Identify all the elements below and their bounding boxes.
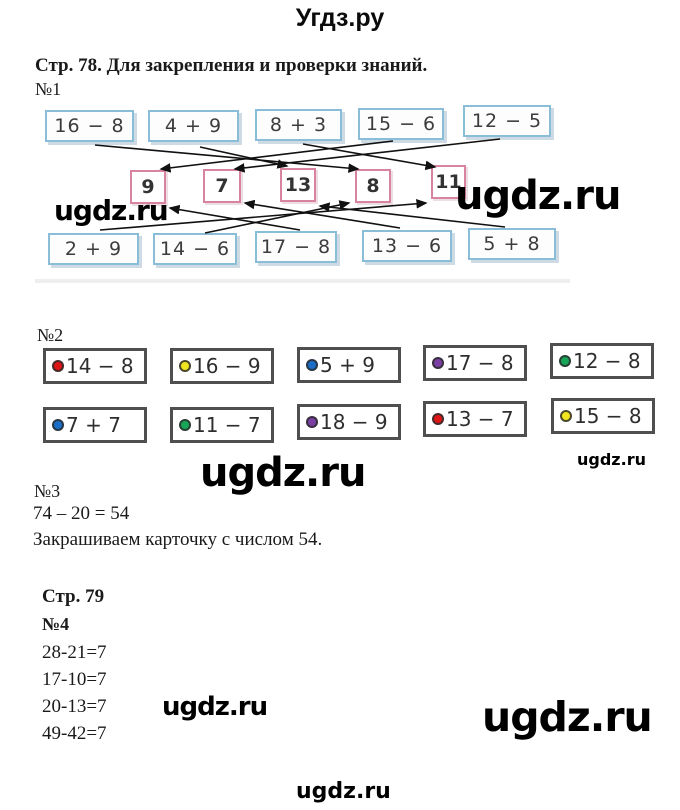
expression-card: 8 + 3 <box>255 109 342 141</box>
blue-dot-icon <box>306 359 318 371</box>
dot-card-expression: 15 − 8 <box>574 404 642 428</box>
dot-card-expression: 16 − 9 <box>193 354 261 378</box>
watermark: ugdz.ru <box>162 692 268 722</box>
expression-card: 17 − 8 <box>255 231 337 263</box>
dot-card-expression: 14 − 8 <box>66 354 134 378</box>
expression-card: 5 + 8 <box>468 228 556 260</box>
answer-card: 13 <box>280 168 316 202</box>
purple-dot-icon <box>432 357 444 369</box>
expression-card: 12 − 5 <box>463 105 551 137</box>
expression-card: 16 − 8 <box>45 110 134 142</box>
watermark: ugdz.ru <box>296 779 391 804</box>
dot-card: 18 − 9 <box>297 404 401 440</box>
red-dot-icon <box>52 360 64 372</box>
dot-card-expression: 12 − 8 <box>573 349 641 373</box>
watermark: ugdz.ru <box>200 450 366 496</box>
yellow-dot-icon <box>179 360 191 372</box>
red-dot-icon <box>432 413 444 425</box>
expression-card: 4 + 9 <box>148 110 239 142</box>
dot-card: 12 − 8 <box>550 343 654 379</box>
dot-card: 13 − 7 <box>423 401 527 437</box>
dot-card: 5 + 9 <box>297 347 401 383</box>
blue-dot-icon <box>52 419 64 431</box>
section-79-header: Стр. 79 <box>42 586 105 607</box>
task3-label: №3 <box>34 481 61 501</box>
expression-card: 2 + 9 <box>48 233 139 265</box>
task4-equation: 20-13=7 <box>42 696 107 717</box>
dot-card: 7 + 7 <box>43 407 147 443</box>
task3-explanation: Закрашиваем карточку с числом 54. <box>33 529 323 550</box>
dot-card: 14 − 8 <box>43 348 147 384</box>
dot-card: 16 − 9 <box>170 348 274 384</box>
dot-card: 15 − 8 <box>551 398 655 434</box>
green-dot-icon <box>559 355 571 367</box>
task4-equation: 49-42=7 <box>42 723 107 744</box>
dot-card-expression: 17 − 8 <box>446 351 514 375</box>
dot-card-expression: 11 − 7 <box>193 413 261 437</box>
green-dot-icon <box>179 419 191 431</box>
task3-equation: 74 – 20 = 54 <box>33 503 130 524</box>
task2-label: №2 <box>37 325 64 345</box>
expression-card: 13 − 6 <box>362 230 452 262</box>
answer-card: 8 <box>355 169 391 203</box>
yellow-dot-icon <box>560 410 572 422</box>
dot-card-expression: 5 + 9 <box>320 353 375 377</box>
answer-card: 7 <box>203 169 241 203</box>
dot-card: 17 − 8 <box>423 345 527 381</box>
scan-edge-shadow <box>35 279 570 283</box>
watermark: ugdz.ru <box>455 173 621 219</box>
dot-card: 11 − 7 <box>170 407 274 443</box>
purple-dot-icon <box>306 416 318 428</box>
answer-card: 9 <box>130 170 166 204</box>
task4-equation: 17-10=7 <box>42 669 107 690</box>
watermark: ugdz.ru <box>577 450 646 469</box>
answer-card: 11 <box>431 165 466 199</box>
watermark: ugdz.ru <box>54 194 169 227</box>
expression-card: 15 − 6 <box>358 108 444 140</box>
section-78-header: Стр. 78. Для закрепления и проверки знан… <box>35 55 428 76</box>
dot-card-expression: 18 − 9 <box>320 410 388 434</box>
watermark: ugdz.ru <box>482 693 653 741</box>
dot-card-expression: 7 + 7 <box>66 413 121 437</box>
task4-label: №4 <box>42 614 70 634</box>
task4-equation: 28-21=7 <box>42 642 107 663</box>
expression-card: 14 − 6 <box>153 233 237 265</box>
dot-card-expression: 13 − 7 <box>446 407 514 431</box>
task1-label: №1 <box>35 79 62 99</box>
site-title: Угдз.ру <box>295 4 385 32</box>
